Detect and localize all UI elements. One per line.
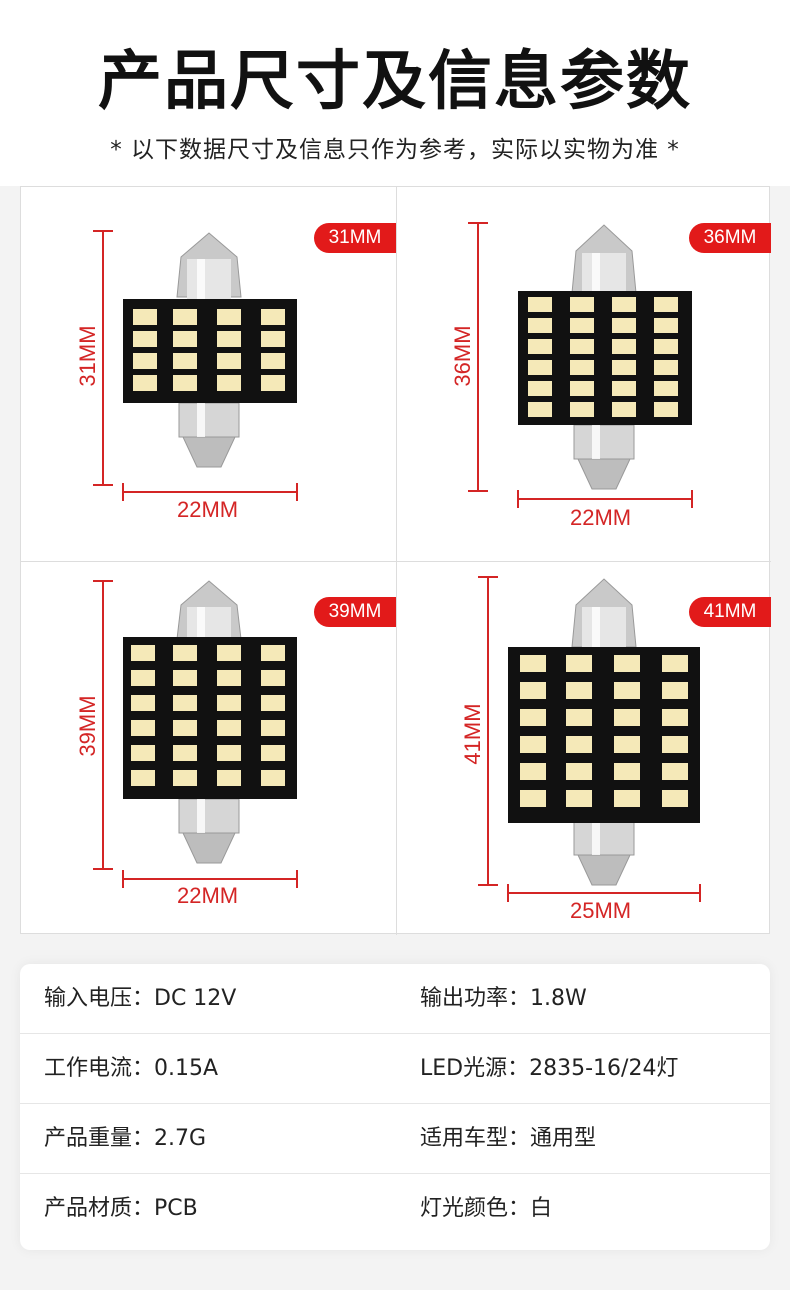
spec-output-power: 输出功率：1.8W (420, 986, 587, 1011)
page-title: 产品尺寸及信息参数 (98, 45, 692, 119)
bulb-illustration (93, 580, 298, 888)
spec-input-voltage: 输入电压：DC 12V (44, 986, 237, 1011)
variant-cell-39mm: 39MM (21, 561, 396, 935)
bulb-illustration (478, 576, 701, 902)
variant-cell-36mm: 36MM (396, 187, 771, 561)
variant-cell-31mm: 31MM (21, 187, 396, 561)
spec-vehicle-type: 适用车型：通用型 (420, 1126, 597, 1151)
height-label: 41MM (460, 703, 485, 765)
spec-row: 输入电压：DC 12V 输出功率：1.8W (20, 964, 770, 1034)
width-label: 22MM (570, 505, 632, 530)
width-label: 22MM (177, 497, 239, 522)
spec-row: 产品材质：PCB 灯光颜色：白 (20, 1174, 770, 1244)
spec-row: 产品重量：2.7G 适用车型：通用型 (20, 1104, 770, 1174)
size-badge: 31MM (314, 223, 396, 253)
page-subtitle: * 以下数据尺寸及信息只作为参考，实际以实物为准 * (110, 137, 680, 163)
size-badge: 41MM (689, 597, 771, 627)
height-label: 36MM (450, 325, 475, 387)
bulb-illustration (468, 222, 693, 508)
bulb-illustration (93, 230, 298, 501)
height-label: 31MM (75, 325, 100, 387)
width-label: 25MM (570, 898, 632, 923)
height-label: 39MM (75, 695, 100, 757)
spec-working-current: 工作电流：0.15A (44, 1056, 219, 1081)
spec-material: 产品材质：PCB (44, 1196, 198, 1221)
product-size-grid: 31MM (20, 186, 771, 935)
width-label: 22MM (177, 883, 239, 908)
header: 产品尺寸及信息参数 * 以下数据尺寸及信息只作为参考，实际以实物为准 * (0, 0, 790, 186)
grid-divider-horizontal (21, 561, 771, 562)
spec-row: 工作电流：0.15A LED光源：2835-16/24灯 (20, 1034, 770, 1104)
spec-led-source: LED光源：2835-16/24灯 (420, 1056, 679, 1081)
size-badge: 39MM (314, 597, 396, 627)
size-badge: 36MM (689, 223, 771, 253)
spec-table: 输入电压：DC 12V 输出功率：1.8W 工作电流：0.15A LED光源：2… (20, 964, 770, 1250)
spec-weight: 产品重量：2.7G (44, 1126, 207, 1151)
variant-cell-41mm: 41MM (396, 561, 771, 935)
spec-light-color: 灯光颜色：白 (420, 1196, 553, 1221)
